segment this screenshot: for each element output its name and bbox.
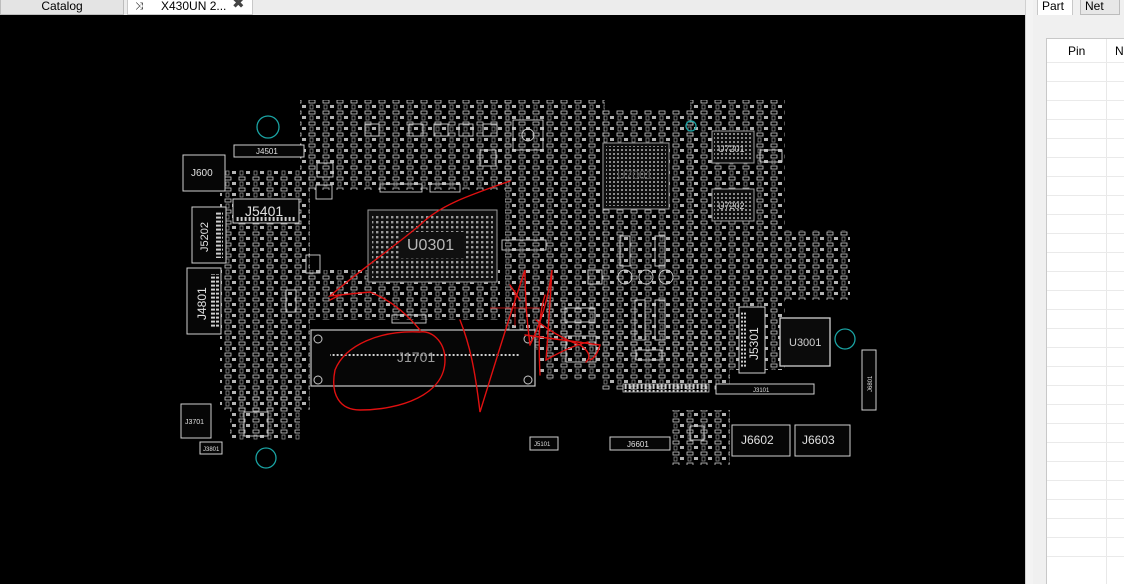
grid-row-line: [1047, 518, 1124, 519]
column-separator: [1106, 39, 1107, 584]
grid-row-line: [1047, 404, 1124, 405]
board-view-canvas[interactable]: U0301 U7001 U7201 U7202 U3001: [0, 15, 1025, 584]
grid-row-line: [1047, 290, 1124, 291]
connector-j4801[interactable]: J4801: [186, 267, 222, 335]
panel-splitter[interactable]: [1025, 0, 1034, 584]
ic-u3001[interactable]: U3001: [779, 317, 831, 367]
label-u3001: U3001: [789, 337, 821, 349]
grid-row-line: [1047, 176, 1124, 177]
label-j6602: J6602: [741, 433, 774, 447]
label-j1701: J1701: [397, 349, 435, 365]
connector-j6601[interactable]: J6601: [609, 436, 671, 451]
document-tab-bar: Catalog ⤨ X430UN 2... ✖: [0, 0, 1030, 15]
label-j600: J600: [191, 168, 213, 179]
tab-catalog[interactable]: Catalog: [0, 0, 124, 15]
grid-row-line: [1047, 252, 1124, 253]
grid-row-line: [1047, 138, 1124, 139]
connector-j4501[interactable]: J4501: [233, 144, 305, 158]
grid-row-line: [1047, 385, 1124, 386]
crosshair-cursor: [490, 290, 540, 326]
tab-board-file-label: X430UN 2...: [161, 0, 227, 13]
label-u7202: U7202: [718, 201, 745, 211]
connector-j600[interactable]: J600: [182, 154, 226, 192]
label-j5401: J5401: [245, 203, 283, 219]
connector-j5101[interactable]: J5101: [529, 436, 559, 451]
connector-j3101[interactable]: J3101: [715, 383, 815, 395]
pcb-layout[interactable]: U0301 U7001 U7201 U7202 U3001: [0, 15, 1025, 584]
tab-board-file[interactable]: ⤨ X430UN 2... ✖: [127, 0, 253, 15]
column-header-pin[interactable]: Pin: [1068, 44, 1086, 58]
grid-row-line: [1047, 214, 1124, 215]
gpu-u7001[interactable]: U7001: [602, 142, 670, 210]
pin-net-grid[interactable]: Pin Ne: [1046, 38, 1124, 584]
memory-u7202[interactable]: U7202: [711, 188, 755, 222]
grid-row-line: [1047, 233, 1124, 234]
grid-row-line: [1047, 119, 1124, 120]
connector-j5301[interactable]: J5301: [738, 306, 766, 374]
label-u7201: U7201: [718, 144, 745, 154]
grid-row-line: [1047, 81, 1124, 82]
grid-row-line: [1047, 537, 1124, 538]
label-j6601: J6601: [627, 440, 649, 449]
label-j6603: J6603: [802, 433, 835, 447]
grid-row-line: [1047, 347, 1124, 348]
grid-row-line: [1047, 271, 1124, 272]
label-j4801: J4801: [195, 287, 209, 320]
connector-j6801[interactable]: J6801: [861, 349, 877, 411]
properties-panel: Part Net Pin Ne: [1033, 0, 1124, 584]
label-j6801: J6801: [868, 375, 874, 392]
grid-row-line: [1047, 62, 1124, 63]
grid-row-line: [1047, 328, 1124, 329]
tab-net[interactable]: Net: [1080, 0, 1120, 15]
tab-part[interactable]: Part: [1037, 0, 1073, 15]
grid-row-line: [1047, 499, 1124, 500]
grid-row-line: [1047, 309, 1124, 310]
grid-row-line: [1047, 480, 1124, 481]
connector-j1701[interactable]: J1701: [310, 329, 536, 387]
shuffle-icon: ⤨: [135, 1, 143, 12]
connector-j6602[interactable]: J6602: [731, 424, 791, 457]
grid-row-line: [1047, 195, 1124, 196]
grid-row-line: [1047, 423, 1124, 424]
connector-j5401[interactable]: J5401: [232, 198, 300, 224]
grid-row-line: [1047, 366, 1124, 367]
grid-row-line: [1047, 100, 1124, 101]
memory-u7201[interactable]: U7201: [711, 130, 755, 164]
connector-strip: [622, 383, 710, 393]
grid-row-line: [1047, 442, 1124, 443]
cpu-u0301[interactable]: U0301: [367, 209, 498, 283]
label-j4501: J4501: [256, 147, 278, 156]
label-j3101: J3101: [753, 388, 770, 394]
label-u7001: U7001: [617, 168, 653, 182]
small-components: [243, 119, 783, 441]
grid-row-line: [1047, 461, 1124, 462]
component-cluster: [220, 100, 850, 465]
label-j3701: J3701: [185, 419, 204, 426]
label-j3801: J3801: [203, 447, 220, 453]
close-icon[interactable]: ✖: [232, 0, 245, 12]
connector-j5202[interactable]: J5202: [191, 206, 227, 264]
column-header-net[interactable]: Ne: [1115, 44, 1124, 58]
connector-j3701[interactable]: J3701: [180, 403, 212, 439]
grid-row-line: [1047, 157, 1124, 158]
red-annotation-strokes: [327, 180, 601, 413]
label-u0301: U0301: [407, 237, 454, 254]
label-j5202: J5202: [199, 222, 211, 252]
mounting-holes: [255, 115, 856, 469]
connector-j3801[interactable]: J3801: [199, 441, 223, 455]
label-j5301: J5301: [747, 327, 761, 360]
label-j5101: J5101: [534, 442, 551, 448]
connector-j6603[interactable]: J6603: [794, 424, 851, 457]
grid-row-line: [1047, 556, 1124, 557]
